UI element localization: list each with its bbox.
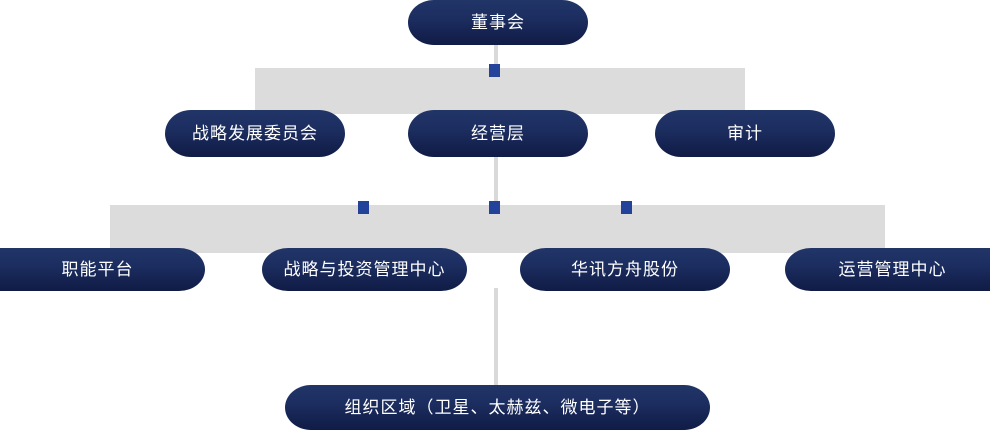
junction-marker-band2-right — [621, 201, 632, 214]
node-strategy-investment-center-label: 战略与投资管理中心 — [283, 260, 446, 279]
node-operation-center[interactable]: 运营管理中心 — [785, 248, 990, 291]
node-function-platform[interactable]: 职能平台 — [0, 248, 205, 291]
node-strategy-committee[interactable]: 战略发展委员会 — [165, 110, 345, 157]
node-strategy-investment-center[interactable]: 战略与投资管理中心 — [262, 248, 467, 291]
node-huaxun-fangzhou[interactable]: 华讯方舟股份 — [520, 248, 730, 291]
node-function-platform-label: 职能平台 — [61, 260, 134, 279]
junction-marker-band1-center — [489, 64, 500, 77]
node-huaxun-fangzhou-label: 华讯方舟股份 — [571, 260, 679, 279]
connector-band-level2 — [255, 68, 745, 114]
node-strategy-committee-label: 战略发展委员会 — [192, 124, 318, 143]
connector-huaxun-to-org-area — [494, 288, 498, 388]
node-audit-label: 审计 — [727, 124, 763, 143]
node-operation-center-label: 运营管理中心 — [838, 260, 947, 279]
junction-marker-band2-center — [489, 201, 500, 214]
connector-management-to-band2 — [494, 152, 498, 210]
node-management-label: 经营层 — [471, 124, 525, 143]
junction-marker-band2-left — [358, 201, 369, 214]
connector-board-to-band1 — [494, 42, 498, 72]
node-board[interactable]: 董事会 — [408, 0, 588, 45]
node-board-label: 董事会 — [471, 13, 525, 32]
node-org-area[interactable]: 组织区域（卫星、太赫兹、微电子等） — [285, 385, 710, 430]
node-management[interactable]: 经营层 — [408, 110, 588, 157]
node-audit[interactable]: 审计 — [655, 110, 835, 157]
node-org-area-label: 组织区域（卫星、太赫兹、微电子等） — [344, 398, 651, 417]
